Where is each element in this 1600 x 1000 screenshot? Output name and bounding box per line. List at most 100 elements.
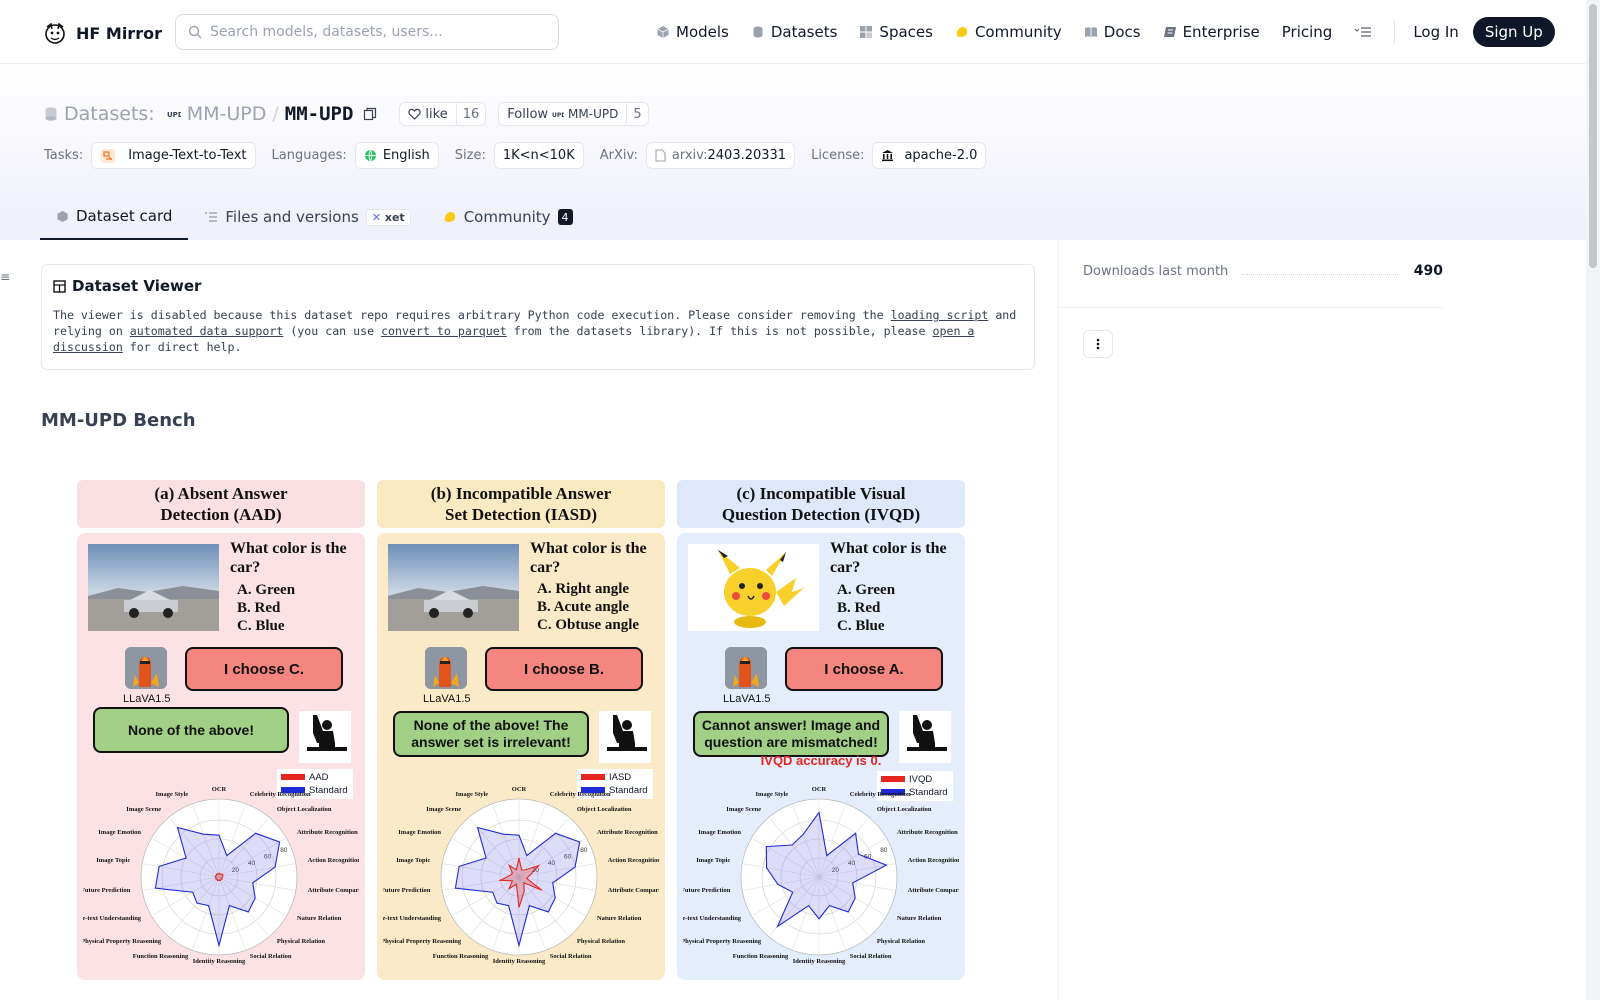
signup-button[interactable]: Sign Up (1472, 17, 1555, 47)
convert-to-parquet-link[interactable]: convert to parquet (381, 324, 507, 338)
community-count-badge: 4 (557, 209, 573, 225)
nav-models-label: Models (676, 23, 729, 41)
nav-models[interactable]: Models (656, 23, 729, 41)
radar-spoke (744, 863, 820, 878)
legend-upd-label: IVQD (909, 774, 933, 785)
cube-icon (657, 26, 669, 38)
tab-dataset-card[interactable]: Dataset card (40, 194, 189, 240)
radar-axis-label: Function Reasoning (733, 953, 789, 960)
like-button[interactable]: like 16 (399, 102, 487, 126)
arxiv-id: 2403.20331 (707, 148, 787, 163)
radar-axis-label: Future Prediction (83, 887, 131, 894)
pikachu-photo (688, 544, 819, 631)
nav-community[interactable]: Community (955, 23, 1062, 41)
nav-enterprise[interactable]: Enterprise (1163, 23, 1260, 41)
language-chip[interactable]: English (354, 142, 439, 169)
nav-pricing[interactable]: Pricing (1282, 23, 1333, 41)
accuracy-note: IVQD accuracy is 0. (760, 753, 882, 768)
panel-title-line: (a) Absent Answer (154, 484, 288, 503)
radar-axis-label: Attribute Comparison (608, 887, 659, 894)
license-chip[interactable]: apache-2.0 (872, 142, 987, 169)
dataset-viewer-title: Dataset Viewer (53, 277, 1023, 295)
brand-logo-link[interactable]: HF Mirror (42, 20, 162, 46)
community-icon (444, 212, 455, 222)
follow-org: MM-UPD (568, 107, 619, 121)
panel-option: B. Red (237, 600, 281, 616)
radar-axis-label: OCR (512, 786, 527, 793)
nav-datasets[interactable]: Datasets (751, 23, 837, 41)
sidebar-toggle-icon[interactable]: ≡ (0, 270, 11, 284)
radar-axis-label: Object Localization (277, 806, 332, 813)
open-discussion-link[interactable]: open a discussion (53, 324, 975, 354)
radar-axis-label: Nature Relation (897, 915, 942, 922)
task-name: Image-Text-to-Text (128, 148, 247, 163)
human-answer-bubble: None of the above! (93, 707, 289, 753)
viewer-text-2: and relying on (53, 308, 1017, 338)
tab-files-and-versions[interactable]: Files and versions ✕ xet (188, 194, 426, 240)
automated-data-support-link[interactable]: automated data support (129, 324, 284, 338)
radar-spoke (818, 863, 894, 878)
scrollbar-thumb[interactable] (1589, 4, 1597, 268)
human-answer-bubble: Cannot answer! Image and question are mi… (693, 711, 889, 757)
login-link[interactable]: Log In (1413, 23, 1459, 41)
repo-name[interactable]: MM-UPD (284, 103, 354, 125)
radar-axis-label: Object Localization (577, 806, 632, 813)
search-input[interactable] (210, 24, 540, 40)
panel-option: A. Green (237, 582, 296, 598)
radar-spoke (518, 876, 569, 936)
repo-slash: / (272, 103, 279, 125)
copy-icon[interactable] (363, 107, 377, 121)
community-icon (956, 27, 968, 37)
panel-title-line: Question Detection (IVQD) (721, 505, 921, 524)
radar-axis-label: Attribute Comparison (908, 887, 959, 894)
size-chip[interactable]: 1K<n<10K (493, 142, 584, 169)
radar-axis-label: Attribute Recognition (897, 829, 958, 836)
radar-axis-label: Image Scene (726, 806, 761, 813)
paper-icon (655, 149, 666, 162)
nav-spaces[interactable]: Spaces (859, 23, 933, 41)
nav-docs[interactable]: Docs (1084, 23, 1141, 41)
radar-axis-label: Social Relation (250, 953, 292, 960)
downloads-value: 490 (1413, 263, 1443, 279)
task-chip[interactable]: Image-Text-to-Text (91, 142, 256, 169)
radar-series-standard (454, 826, 581, 948)
radar-spoke (518, 876, 585, 916)
search-icon (188, 25, 202, 39)
arxiv-chip[interactable]: arxiv:2403.20331 (645, 142, 796, 169)
model-answer-bubble: I choose A. (785, 647, 943, 691)
tasks-label: Tasks: (44, 148, 84, 163)
radar-spoke (818, 876, 894, 891)
dataset-icon (45, 107, 57, 121)
globe-icon (364, 149, 376, 162)
nav-more-menu[interactable] (1354, 25, 1372, 39)
loading-script-link[interactable]: loading script (890, 308, 989, 322)
radar-spoke (753, 876, 820, 916)
legend-upd-swatch (281, 774, 305, 781)
scale-icon (882, 150, 894, 162)
follow-button[interactable]: Follow UPD MM-UPD 5 (498, 102, 649, 126)
radar-axis-label: Image Style (756, 791, 789, 798)
legend-standard-swatch (281, 787, 305, 794)
radar-axis-label: Function Reasoning (433, 953, 489, 960)
more-options-button[interactable] (1083, 330, 1113, 358)
search-box[interactable] (175, 14, 559, 50)
radar-tick-label: 20 (532, 867, 540, 874)
llava-avatar-icon (125, 647, 167, 689)
viewer-text-3: (you can use (283, 324, 382, 338)
top-navbar: HF Mirror Models Datasets Spaces Communi… (0, 0, 1586, 64)
radar-axis-label: Nature Relation (297, 915, 342, 922)
page-scrollbar[interactable] (1586, 0, 1600, 1000)
radar-axis-label: Physical Relation (277, 938, 326, 945)
radar-axis-label: Celebrity Recognition (250, 791, 311, 798)
like-label: like (425, 106, 448, 122)
radar-axis-label: Physical Property Reasoning (83, 938, 162, 945)
radar-spoke (518, 838, 585, 878)
spaces-grid-icon (860, 26, 873, 38)
repo-owner-link[interactable]: MM-UPD (186, 103, 267, 125)
tab-community[interactable]: Community 4 (427, 194, 589, 240)
radar-axis-label: Celebrity Recognition (550, 791, 611, 798)
radar-axis-label: Function Reasoning (133, 953, 189, 960)
